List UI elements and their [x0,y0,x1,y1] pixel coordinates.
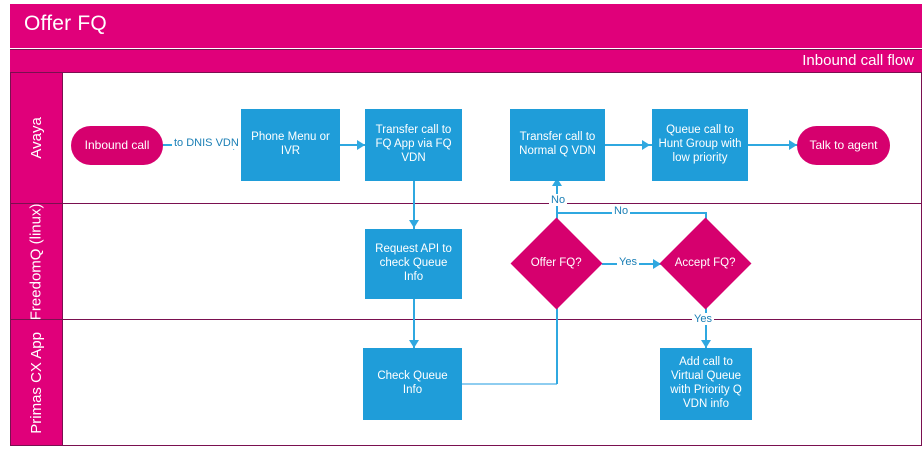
node-offer-fq-decision-label: Offer FQ? [531,256,582,269]
pool-header: Inbound call flow [10,49,922,73]
edge-label-to-dnis-vdn: to DNIS VDN [172,137,241,149]
edge-acceptfq-yes-down [705,303,707,348]
node-phone-menu-or-ivr[interactable]: Phone Menu or IVR [241,109,340,181]
edge-transferfq-to-requestapi-arrowhead [409,220,419,228]
node-transfer-call-fq-app[interactable]: Transfer call to FQ App via FQ VDN [365,109,462,181]
edge-checkqueue-right [462,383,557,385]
node-queue-call-hunt-group[interactable]: Queue call to Hunt Group with low priori… [652,109,748,181]
edge-label-accept-no: No [612,205,631,217]
node-check-queue-info[interactable]: Check Queue Info [363,348,462,420]
lane-label-primas: Primas CX App [11,320,63,445]
node-request-api-check-queue-info[interactable]: Request API to check Queue Info [365,229,462,299]
edge-normalq-to-huntgroup-arrowhead [642,140,650,150]
edge-transferfq-to-requestapi [413,181,415,229]
edge-label-offer-yes: Yes [617,256,639,268]
lane-label-freedomq: FreedomQ (linux) [11,203,63,320]
node-transfer-call-normal-q-vdn[interactable]: Transfer call to Normal Q VDN [510,109,605,181]
edge-normalq-to-huntgroup [605,144,652,146]
edge-label-accept-yes: Yes [692,313,714,325]
diagram-title-bar: Offer FQ [10,4,922,48]
lane-primas: Primas CX App [10,319,922,446]
edge-huntgroup-to-talkagent [748,144,798,146]
edge-huntgroup-to-talkagent-arrowhead [789,140,797,150]
node-request-api-check-queue-info-label: Request API to check Queue Info [375,243,452,283]
edge-phonemenu-to-transferfq-arrowhead [357,140,365,150]
lane-label-freedomq-text: FreedomQ (linux) [27,203,45,320]
node-phone-menu-or-ivr-label: Phone Menu or IVR [251,131,330,157]
node-inbound-call[interactable]: Inbound call [71,126,163,165]
edge-requestapi-to-checkqueue-arrowhead [409,340,419,348]
node-talk-to-agent[interactable]: Talk to agent [797,126,890,165]
node-inbound-call-label: Inbound call [84,138,150,153]
edge-requestapi-to-checkqueue [413,299,415,348]
lane-freedomq: FreedomQ (linux) [10,203,922,320]
lane-avaya: Avaya [10,72,922,204]
edge-offerfq-no-arrowhead [552,178,562,186]
page-title: Offer FQ [24,12,107,35]
edge-phonemenu-to-transferfq [340,144,365,146]
node-add-call-virtual-queue[interactable]: Add call to Virtual Queue with Priority … [660,348,752,420]
edge-checkqueue-up-to-offerfq [556,303,558,384]
node-queue-call-hunt-group-label: Queue call to Hunt Group with low priori… [658,124,742,164]
edge-acceptfq-no-left [556,212,706,214]
edge-offerfq-yes-arrowhead [653,259,661,269]
lane-label-avaya-text: Avaya [27,117,45,159]
node-check-queue-info-label: Check Queue Info [377,370,448,396]
node-add-call-virtual-queue-label: Add call to Virtual Queue with Priority … [670,356,742,410]
edge-acceptfq-yes-arrowhead [701,340,711,348]
node-transfer-call-normal-q-vdn-label: Transfer call to Normal Q VDN [519,131,596,157]
lane-label-avaya: Avaya [11,73,63,203]
node-transfer-call-fq-app-label: Transfer call to FQ App via FQ VDN [375,124,452,164]
pool-header-label: Inbound call flow [802,52,914,69]
lane-label-primas-text: Primas CX App [27,331,45,434]
node-accept-fq-decision-label: Accept FQ? [675,256,736,269]
edge-label-offer-no: No [549,194,568,206]
node-talk-to-agent-label: Talk to agent [809,138,878,153]
